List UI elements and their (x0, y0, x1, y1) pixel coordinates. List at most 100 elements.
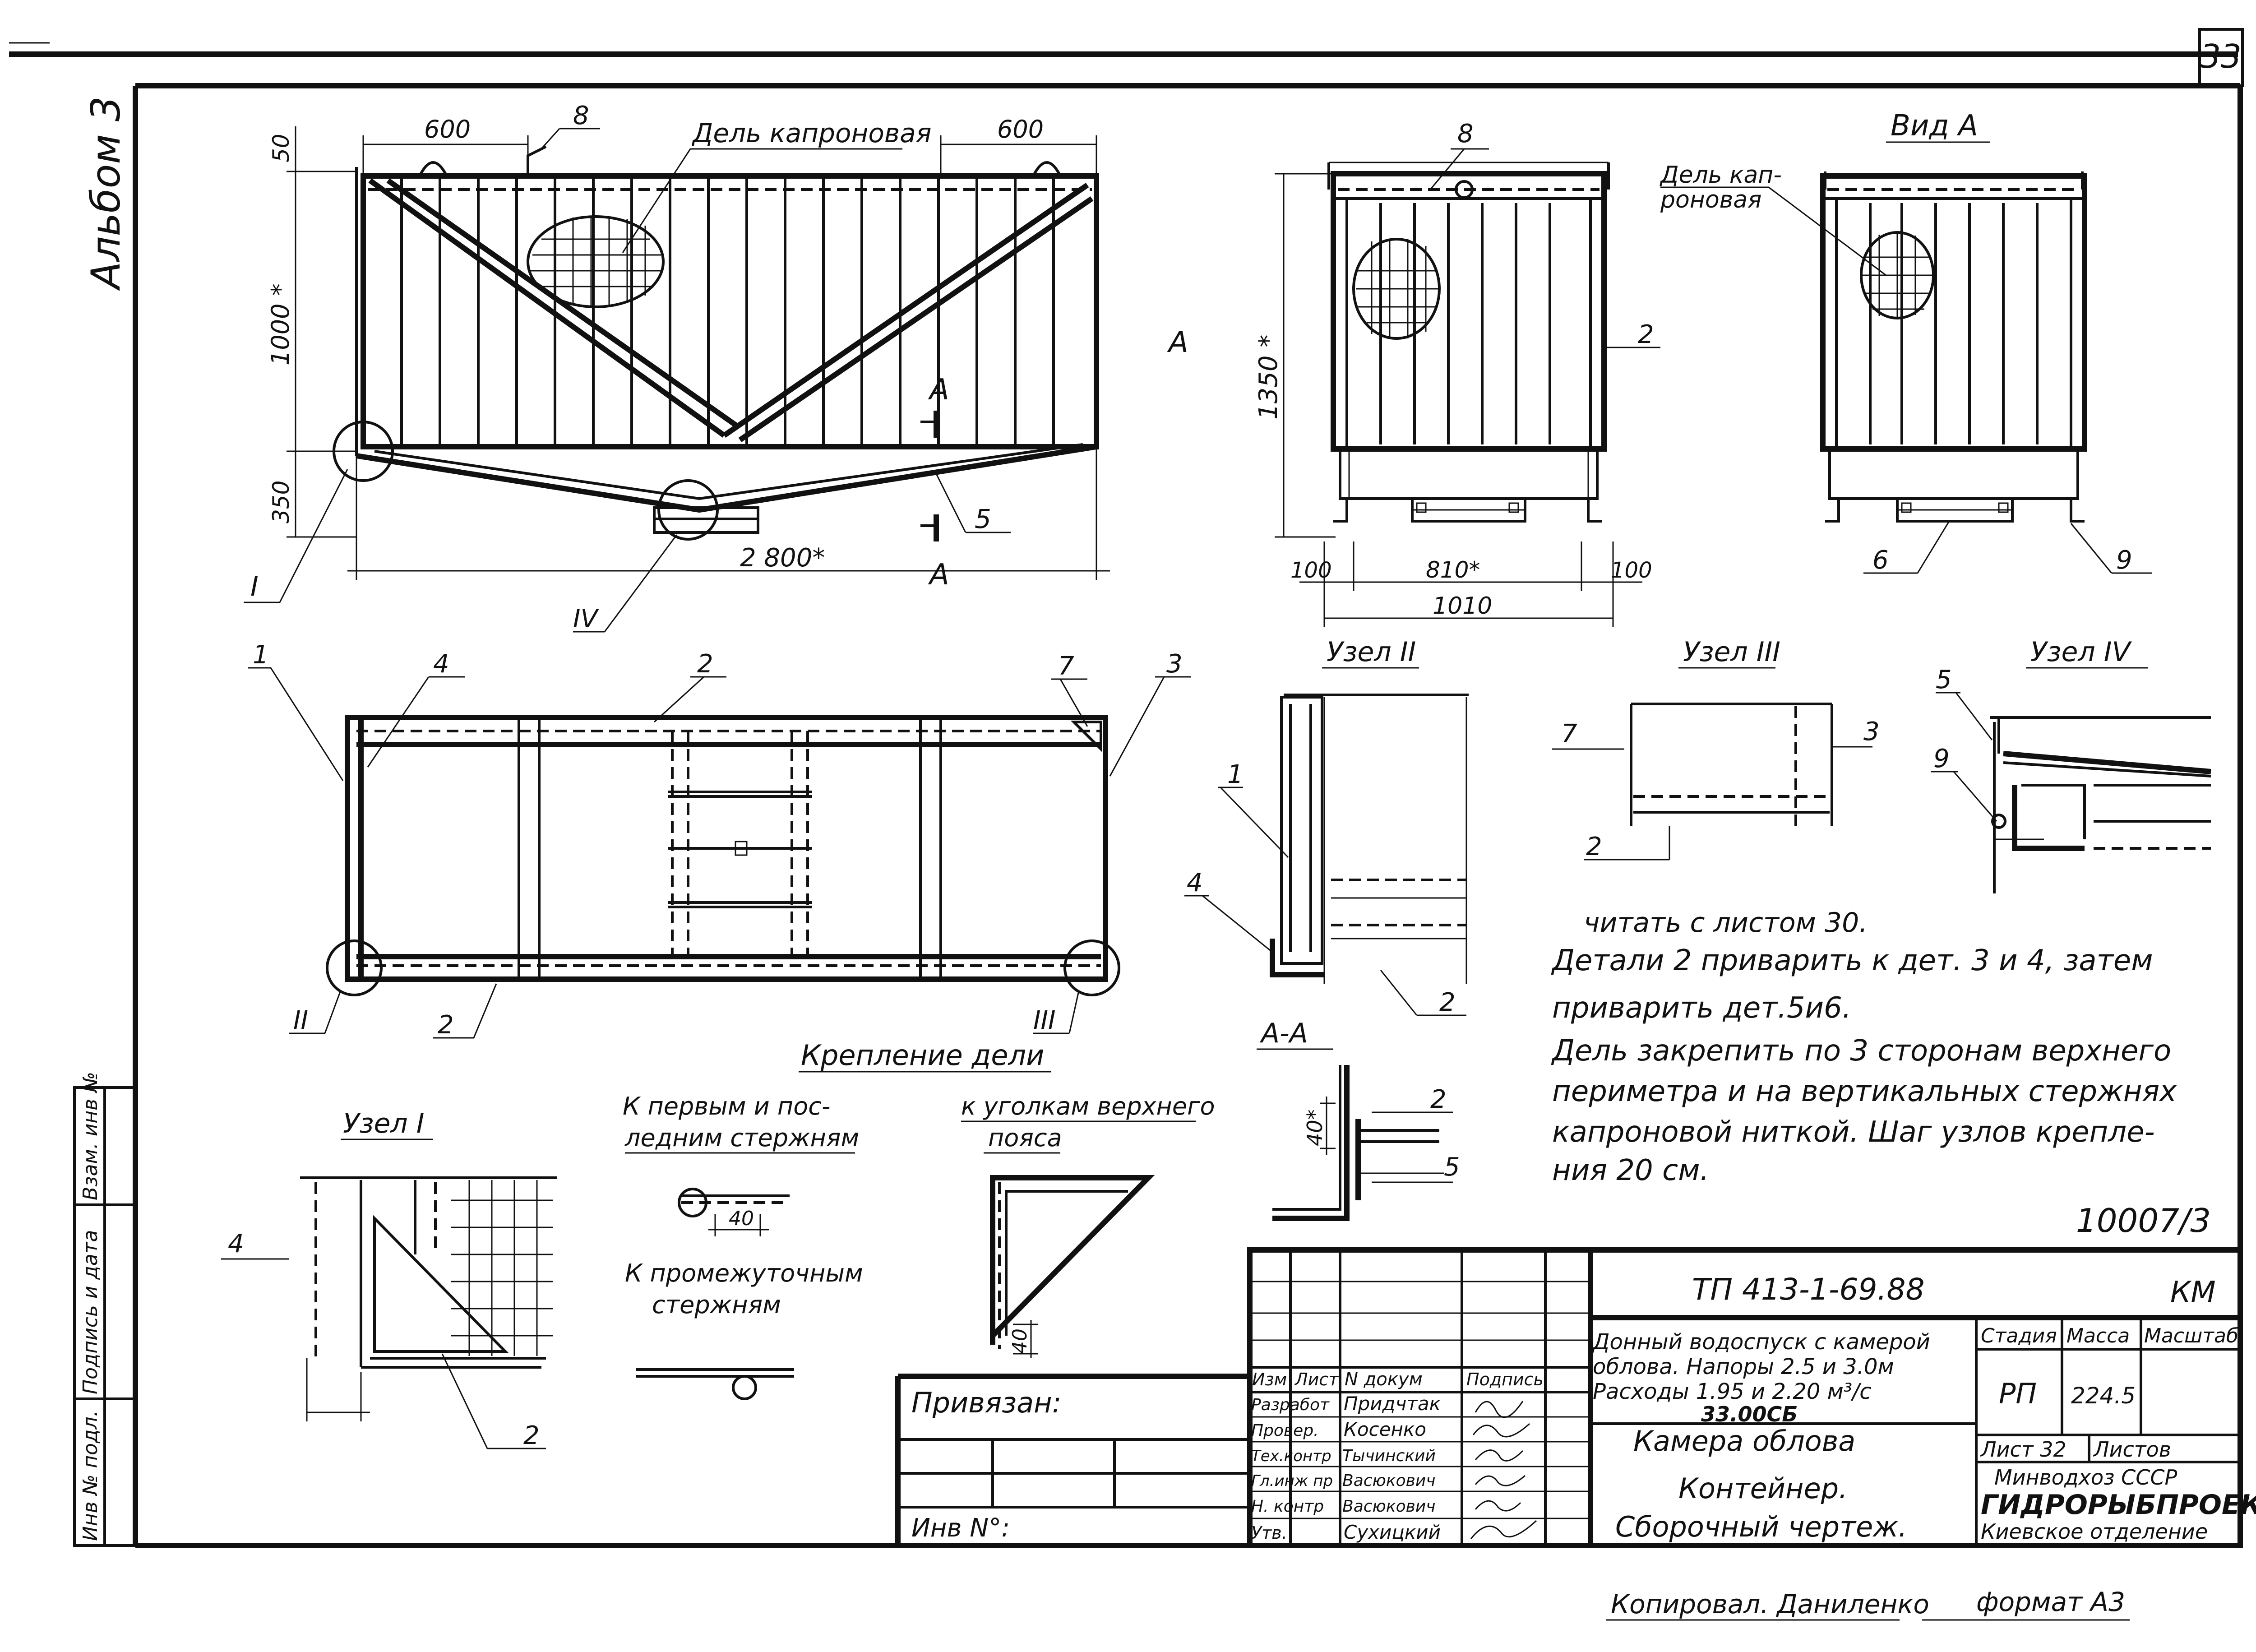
node-III-circle (1063, 939, 1120, 996)
note-line-5: периметра и на вертикальных стержнях (1552, 1075, 2177, 1108)
view-a-mesh-label-2: роновая (1660, 186, 1761, 213)
project-code: ТП 413-1-69.88 (1692, 1272, 1924, 1307)
sheet-label: Лист 32 (1980, 1437, 2066, 1462)
plan-callout-1: 1 (253, 640, 269, 670)
view-a: Вид А Дель кап- роновая (1660, 109, 2152, 575)
description-line-1: Донный водоспуск с камерой (1592, 1329, 1930, 1355)
first-last-dim: 40 (729, 1207, 754, 1230)
note-line-2: Детали 2 приварить к дет. 3 и 4, затем (1551, 944, 2153, 977)
side-dim-inner: 810* (1426, 557, 1480, 583)
doc-code: 10007/3 (2076, 1202, 2211, 1240)
dim-top: 50 (268, 134, 294, 162)
plan-callout-4: 4 (433, 649, 449, 679)
note-line-1: читать с листом 30. (1584, 907, 1868, 939)
node-I-label: I (250, 571, 259, 602)
view-a-callout-9: 9 (2116, 546, 2132, 575)
inv-label: Инв N°: (911, 1513, 1010, 1543)
stamp-inv-original: Инв № подл. (79, 1410, 102, 1541)
node-1-title: Узел I (343, 1108, 425, 1139)
middle-label-1: К промежуточным (625, 1259, 863, 1287)
org-line-2: ГИДРОРЫБПРОЕКТ (1981, 1489, 2256, 1521)
first-last-label-1: К первым и пос- (623, 1092, 830, 1120)
attached-label: Привязан: (911, 1386, 1062, 1419)
dim-left-offset: 600 (424, 115, 471, 143)
mesh-patch (527, 215, 665, 308)
node-2-callout-1: 1 (1227, 760, 1244, 789)
copied-by: Копировал. Даниленко (1611, 1589, 1929, 1620)
sheets-label: Листов (2093, 1437, 2171, 1462)
node-II-circle (326, 939, 383, 996)
node-2-title: Узел II (1327, 636, 1416, 668)
col-header-doc: N докум (1345, 1369, 1423, 1390)
note-line-3: приварить дет.5и6. (1552, 991, 1851, 1025)
node-2-callout-2: 2 (1439, 988, 1456, 1017)
plan-callout-7: 7 (1058, 652, 1074, 681)
role-chief-engineer: Гл.инж пр (1251, 1472, 1333, 1490)
name-approved: Сухицкий (1344, 1521, 1441, 1543)
node-3-callout-7: 7 (1561, 719, 1577, 749)
col-header-signature: Подпись (1466, 1370, 1544, 1389)
section-mark-bottom: A (928, 558, 949, 592)
plan-callout-2-top: 2 (697, 649, 713, 679)
view-direction-mark: A (1167, 326, 1188, 359)
plan-view: 1 4 2 7 3 2 II III (248, 640, 1191, 1040)
node-2-detail: Узел II 1 4 2 (1184, 636, 1469, 1017)
role-norm-control: Н. контр (1251, 1497, 1324, 1516)
node-1-detail: Узел I 4 2 (221, 1108, 557, 1450)
stamp-replace-inv: Взам. инв № (79, 1072, 102, 1200)
node-III-label: III (1033, 1006, 1056, 1035)
node-IV-label: IV (573, 604, 600, 634)
section-aa-callout-2: 2 (1430, 1085, 1447, 1114)
name-norm-control: Васюкович (1342, 1497, 1436, 1516)
col-header-sheet: Лист (1294, 1370, 1339, 1389)
signatures (1470, 1401, 1537, 1539)
side-callout-8: 8 (1457, 119, 1474, 148)
node-4-detail: Узел IV 5 9 (1931, 636, 2211, 893)
stage-header: Стадия (1981, 1324, 2057, 1347)
sheet-number: 33 (2200, 37, 2242, 75)
name-developer: Придчтак (1344, 1393, 1441, 1415)
mesh-fixing: Крепление дели К первым и пос- ледним ст… (623, 1039, 1215, 1400)
name-checker: Косенко (1344, 1418, 1426, 1440)
section-aa-title: А-А (1259, 1018, 1308, 1049)
side-dim-height: 1350 * (1254, 335, 1283, 420)
album-label: Альбом 3 (83, 96, 129, 291)
main-view: A A A 600 600 50 1000 * 350 2 800* 8 Дел… (244, 101, 1188, 634)
role-developer: Разработ (1251, 1396, 1330, 1414)
chamber-name: Камера облова (1633, 1425, 1855, 1458)
node-4-callout-5: 5 (1936, 665, 1952, 694)
part-code: 33.00СБ (1701, 1402, 1798, 1426)
name-tech-control: Тычинский (1342, 1447, 1436, 1465)
first-last-label-2: ледним стержням (624, 1124, 859, 1152)
callout-8: 8 (573, 101, 589, 130)
side-dim-left: 100 (1290, 558, 1332, 583)
node-3-detail: Узел III 7 3 2 (1552, 636, 1880, 861)
node-IV-circle (657, 479, 719, 541)
item-name-1: Контейнер. (1678, 1472, 1848, 1505)
description-line-2: облова. Напоры 2.5 и 3.0м (1593, 1354, 1894, 1379)
view-a-callout-6: 6 (1872, 546, 1889, 575)
note-line-7: ния 20 см. (1552, 1154, 1709, 1187)
dim-height: 1000 * (266, 283, 295, 366)
description-line-3: Расходы 1.95 и 2.20 м³/с (1593, 1379, 1872, 1404)
note-line-6: капроновой ниткой. Шаг узлов крепле- (1552, 1115, 2155, 1149)
col-header-change: Изм (1252, 1370, 1287, 1389)
node-3-callout-3: 3 (1863, 717, 1880, 746)
side-stamp: Инв № подл. Подпись и дата Взам. инв № (73, 1072, 137, 1547)
node-II-label: II (293, 1006, 308, 1035)
org-line-3: Киевское отделение (1981, 1519, 2208, 1544)
role-approved: Утв. (1251, 1523, 1287, 1543)
title-block: Привязан: Инв N°: Изм Лист N докум Подпи… (895, 1247, 2256, 1548)
side-callout-2: 2 (1638, 320, 1654, 349)
stage-value: РП (1999, 1377, 2037, 1410)
section-aa-callout-5: 5 (1444, 1152, 1460, 1182)
vertical-bars (400, 178, 1055, 444)
scale-header: Масштаб (2144, 1324, 2238, 1347)
name-chief-engineer: Васюкович (1342, 1472, 1436, 1490)
side-dim-right: 100 (1611, 558, 1652, 583)
drawing-frame: 33 (9, 28, 2244, 1548)
side-view: 1350 * 100 810* 100 1010 8 2 (1254, 119, 1660, 627)
paper-format: формат А3 (1976, 1587, 2125, 1617)
middle-label-2: стержням (652, 1291, 781, 1319)
corner-dim: 40 (1008, 1328, 1031, 1354)
